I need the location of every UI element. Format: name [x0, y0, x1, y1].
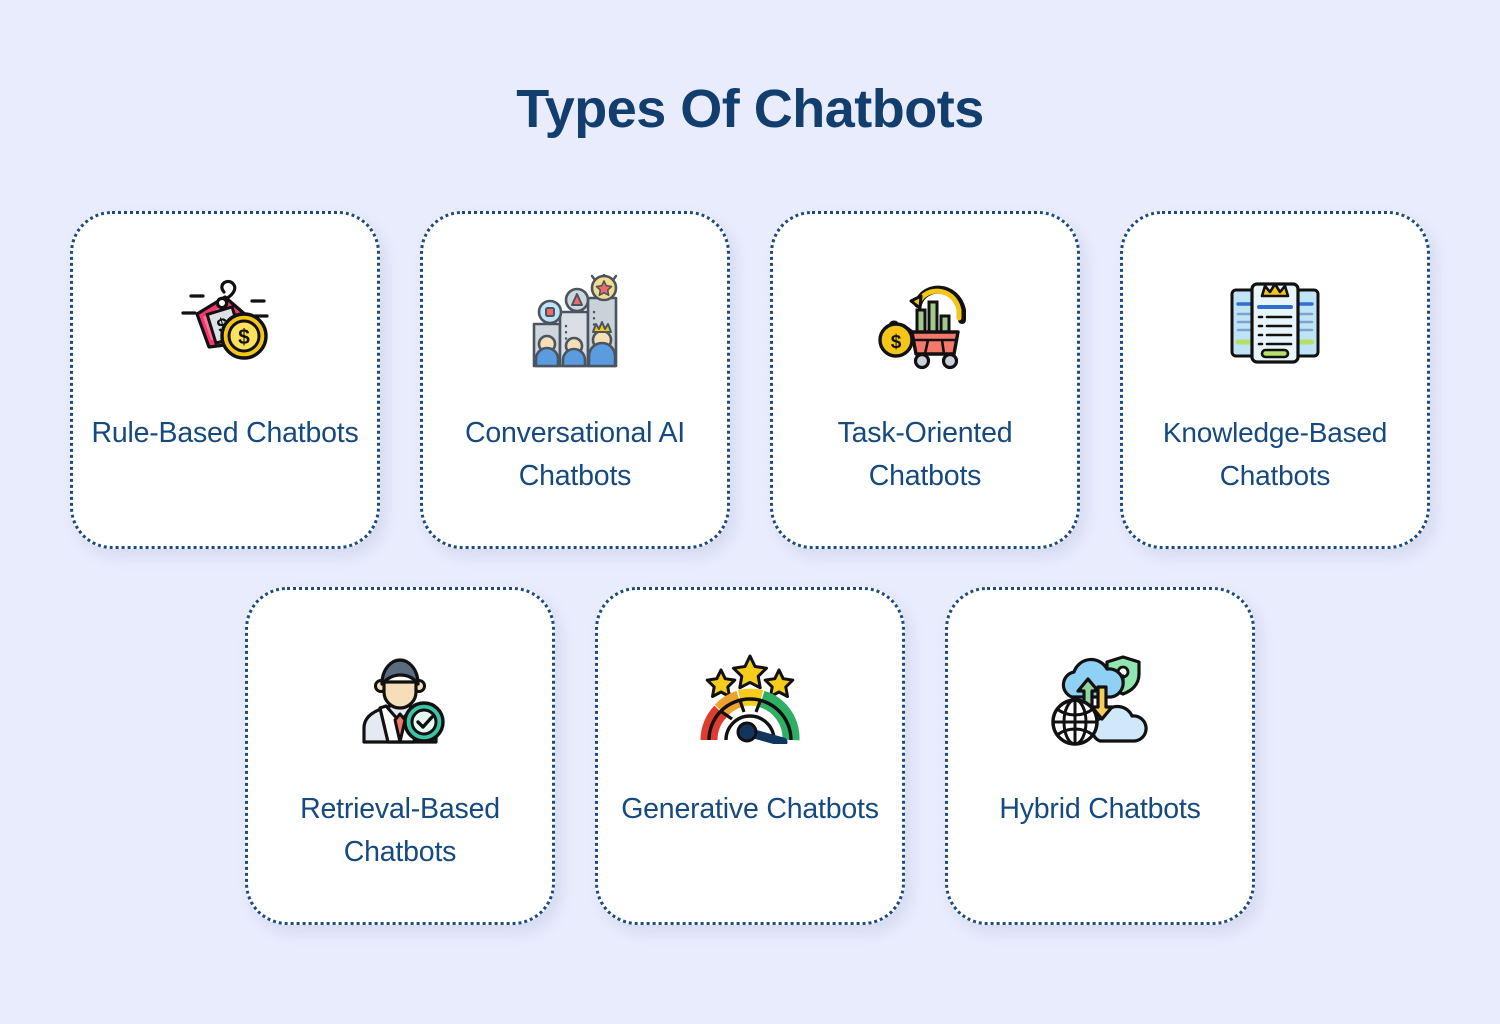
- svg-text:$: $: [238, 326, 250, 349]
- price-tag-coin-icon: $ $: [170, 272, 280, 372]
- shopping-cart-chart-coin-icon: $: [870, 272, 980, 372]
- verified-businessman-icon: [345, 648, 455, 748]
- card-label: Rule-Based Chatbots: [91, 417, 359, 450]
- podium-people-ranking-icon: [520, 272, 630, 372]
- card-rule-based[interactable]: $ $ Rule-Based Chatbots: [70, 211, 380, 550]
- gauge-stars-icon: [695, 648, 805, 748]
- page-title: Types Of Chatbots: [516, 79, 984, 139]
- card-task-oriented[interactable]: $ Task-Oriented Chatbots: [770, 211, 1080, 550]
- card-conversational-ai[interactable]: Conversational AI Chatbots: [420, 211, 730, 550]
- card-generative[interactable]: Generative Chatbots: [595, 587, 905, 926]
- card-label: Task-Oriented Chatbots: [837, 417, 1013, 493]
- card-hybrid[interactable]: Hybrid Chatbots: [945, 587, 1255, 926]
- svg-text:$: $: [891, 332, 902, 353]
- card-label: Knowledge-Based Chatbots: [1162, 417, 1388, 491]
- card-label: Conversational AI Chatbots: [465, 417, 685, 493]
- documents-crown-icon: [1220, 272, 1330, 372]
- cloud-globe-shield-icon: [1045, 648, 1155, 748]
- card-label: Hybrid Chatbots: [999, 793, 1201, 826]
- card-label: Retrieval-Based Chatbots: [300, 793, 500, 869]
- card-retrieval-based[interactable]: Retrieval-Based Chatbots: [245, 587, 555, 926]
- card-knowledge-based[interactable]: Knowledge-Based Chatbots: [1120, 211, 1430, 550]
- card-row-2: Retrieval-Based Chatbots: [0, 587, 1500, 926]
- card-label: Generative Chatbots: [621, 793, 879, 826]
- card-row-1: $ $ Rule-Based Chatbots: [0, 211, 1500, 550]
